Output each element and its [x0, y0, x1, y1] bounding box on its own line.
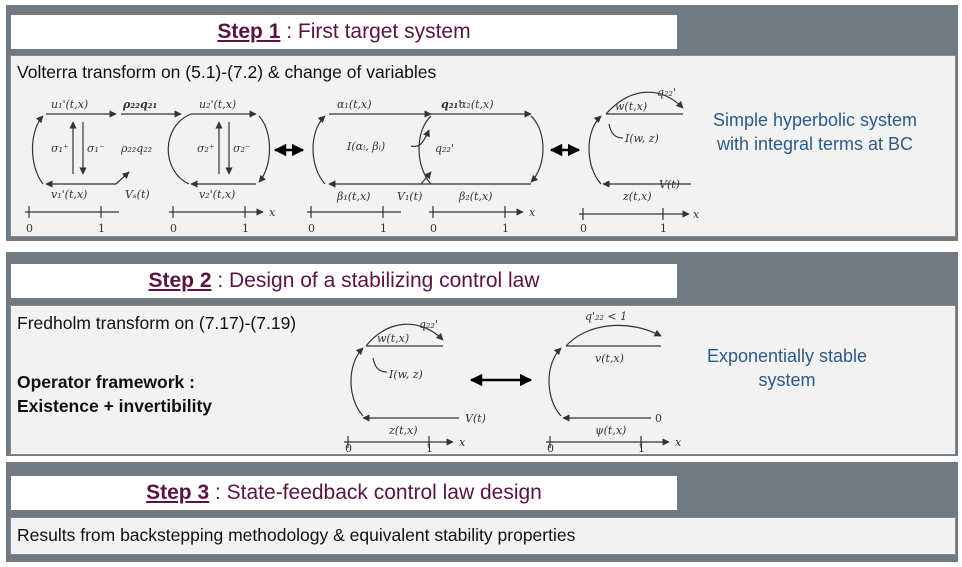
step3-content: Results from backstepping methodology & …: [10, 517, 956, 555]
step3-title: Step 3 : State-feedback control law desi…: [10, 475, 678, 511]
label-Iwz: I(w, z): [624, 132, 659, 145]
s2-xlab-b: x: [675, 436, 682, 449]
step2-title: Step 2 : Design of a stabilizing control…: [10, 263, 678, 299]
label-alpha2: α₂(t,x): [459, 98, 494, 111]
step1-result-line1: Simple hyperbolic system: [712, 110, 918, 130]
label-sig2m: σ₂⁻: [233, 142, 251, 155]
label-alpha1: α₁(t,x): [337, 98, 372, 111]
label-v2: v₂'(t,x): [199, 188, 235, 201]
step3-label: Step 3: [146, 481, 210, 504]
tick-0-a: 0: [26, 222, 33, 235]
xlab-b: x: [269, 206, 276, 219]
step2-result-line2: system: [758, 370, 816, 390]
step1-title-text: : First target system: [280, 20, 471, 43]
step1-diagram: u₁'(t,x) σ₁⁺ σ₁⁻ v₁'(t,x) ρ₂₂q₂₁ ρ₂₂q₂₂ …: [25, 86, 700, 235]
label-q21p: q₂₁': [441, 98, 462, 111]
s2-label-cond: q'₂₂ < 1: [585, 310, 627, 323]
step2-content: Fredholm transform on (7.17)-(7.19) Oper…: [10, 305, 956, 455]
label-sig2p: σ₂⁺: [197, 142, 215, 155]
step3-panel: Step 3 : State-feedback control law desi…: [6, 462, 958, 562]
step1-content: Volterra transform on (5.1)-(7.2) & chan…: [10, 55, 956, 237]
step1-label: Step 1: [217, 20, 281, 43]
s2-tick-1-b: 1: [638, 442, 645, 452]
label-u1: u₁'(t,x): [51, 98, 88, 111]
tick-1-d: 1: [502, 222, 509, 235]
s2-tick-0-a: 0: [345, 442, 352, 452]
xlab-d: x: [529, 206, 536, 219]
label-beta1: β₁(t,x): [336, 190, 370, 203]
tick-1-b: 1: [242, 222, 249, 235]
label-I-ab: I(αᵢ, βᵢ): [346, 140, 385, 153]
xlab-e: x: [693, 208, 700, 221]
step2-diagram: w(t,x) q₂₂' I(w, z) z(t,x) V(t) q'₂₂ < 1…: [344, 310, 682, 452]
s2-tick-1-a: 1: [426, 442, 433, 452]
label-u2: u₂'(t,x): [199, 98, 236, 111]
s2-label-v: v(t,x): [595, 352, 624, 365]
label-rho-q22: ρ₂₂q₂₂: [120, 142, 152, 155]
tick-0-d: 0: [430, 222, 437, 235]
s2-label-Iwz: I(w, z): [388, 368, 423, 381]
step2-existence: Existence + invertibility: [17, 396, 213, 416]
label-vs: Vₛ(t): [125, 188, 150, 201]
step2-panel: Step 2 : Design of a stabilizing control…: [6, 252, 958, 456]
label-rho-q21: ρ₂₂q₂₁: [122, 98, 157, 111]
label-z: z(t,x): [622, 190, 652, 203]
step3-title-text: : State-feedback control law design: [209, 481, 542, 504]
s2-label-Vt: V(t): [465, 412, 486, 425]
step2-description: Fredholm transform on (7.17)-(7.19): [17, 313, 297, 333]
step1-result: Simple hyperbolic system with integral t…: [695, 108, 935, 156]
step2-label: Step 2: [148, 269, 212, 292]
tick-1-e: 1: [660, 222, 667, 235]
s2-label-psi: ψ(t,x): [595, 424, 626, 437]
step2-result: Exponentially stable system: [687, 344, 887, 392]
label-beta2: β₂(t,x): [458, 190, 492, 203]
step1-title: Step 1 : First target system: [10, 14, 678, 50]
step3-description: Results from backstepping methodology & …: [17, 525, 576, 545]
label-V1: V₁(t): [397, 190, 422, 203]
tick-1-c: 1: [380, 222, 387, 235]
s2-xlab-a: x: [459, 436, 466, 449]
label-v1: v₁'(t,x): [51, 188, 87, 201]
tick-0-b: 0: [170, 222, 177, 235]
tick-0-e: 0: [580, 222, 587, 235]
label-sig1m: σ₁⁻: [87, 142, 105, 155]
s2-label-w: w(t,x): [377, 332, 409, 345]
step1-panel: Step 1 : First target system Volterra tr…: [6, 5, 958, 241]
label-sig1p: σ₁⁺: [51, 142, 69, 155]
tick-1-a: 1: [98, 222, 105, 235]
label-q22p-b: q₂₂': [657, 86, 676, 99]
step2-title-text: : Design of a stabilizing control law: [211, 269, 540, 292]
s2-tick-0-b: 0: [547, 442, 554, 452]
tick-0-c: 0: [308, 222, 315, 235]
s2-label-zero: 0: [655, 412, 662, 425]
s2-label-z: z(t,x): [388, 424, 418, 437]
step2-result-line1: Exponentially stable: [706, 346, 868, 366]
step2-framework: Operator framework :: [17, 372, 195, 392]
step1-description: Volterra transform on (5.1)-(7.2) & chan…: [17, 62, 437, 82]
label-w: w(t,x): [615, 100, 647, 113]
label-q22p: q₂₂': [435, 142, 454, 155]
step1-result-line2: with integral terms at BC: [716, 134, 914, 154]
label-Vt: V(t): [659, 178, 680, 191]
s2-label-q22p: q₂₂': [419, 318, 438, 331]
